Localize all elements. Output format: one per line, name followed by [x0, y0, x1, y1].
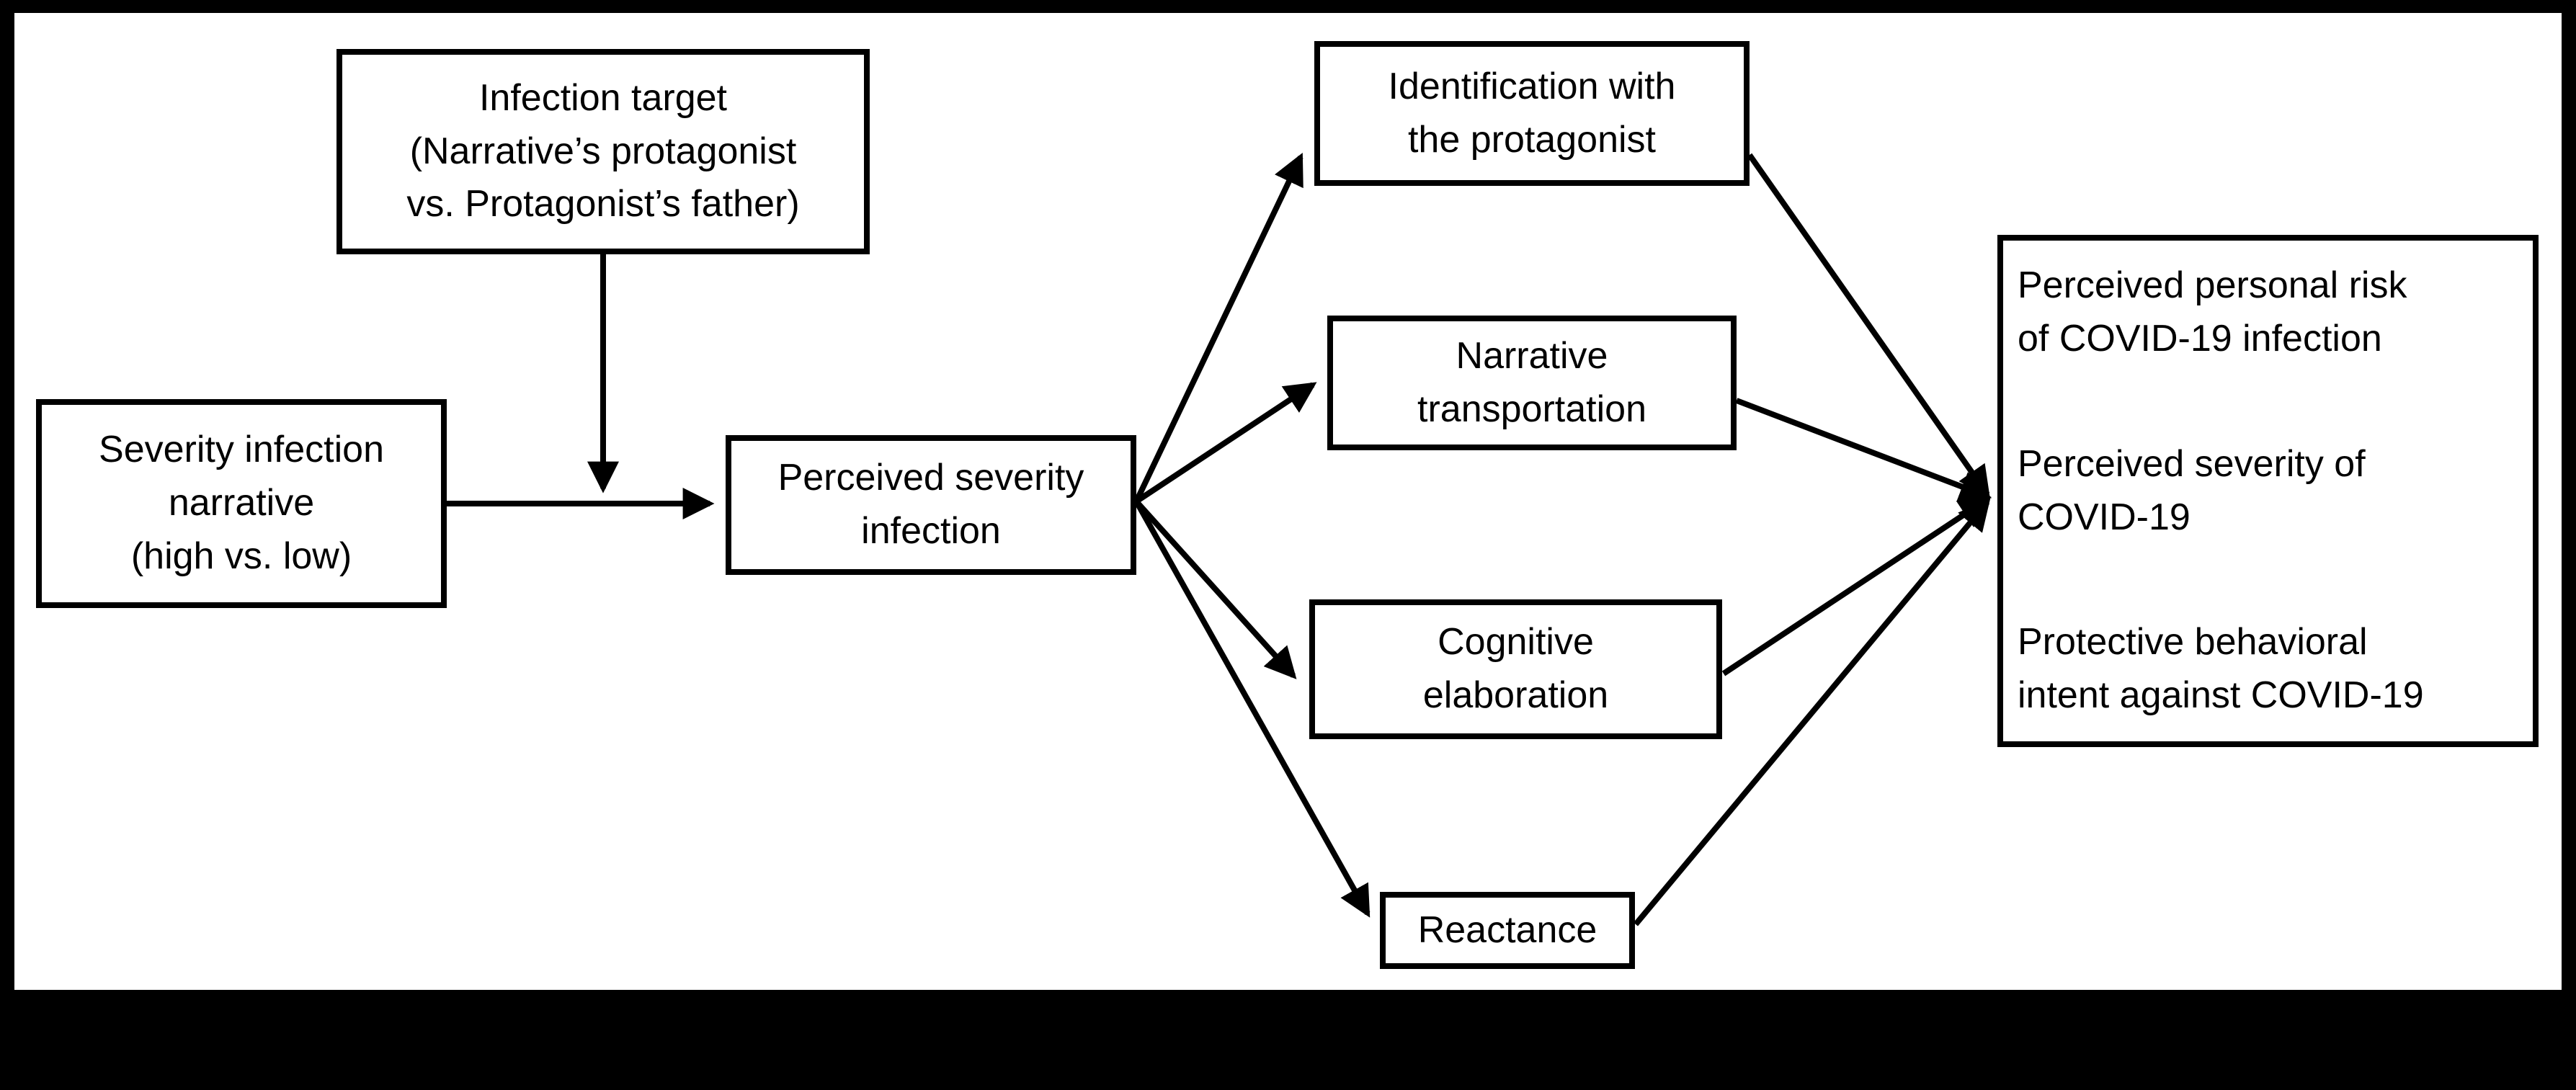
node-cognitive-elaboration-label: Cognitive elaboration — [1422, 621, 1609, 716]
outcome-protective-behavioral-intent: Protective behavioral intent against COV… — [2018, 621, 2424, 717]
node-narrative-transportation-label: Narrative transportation — [1417, 334, 1646, 430]
edge-identification-to-outcomes — [1747, 153, 1990, 499]
node-reactance-label: Reactance — [1417, 908, 1597, 951]
node-narrative-transportation: Narrative transportation — [1327, 316, 1737, 450]
node-severity-infection-narrative: Severity infection narrative (high vs. l… — [36, 399, 447, 608]
outcome-perceived-severity-covid19: Perceived severity of COVID-19 — [2018, 442, 2366, 538]
edge-perceived-severity-to-identification — [1133, 153, 1303, 503]
node-perceived-severity-infection: Perceived severity infection — [726, 435, 1136, 575]
edge-transportation-to-outcomes — [1735, 398, 1992, 502]
node-cognitive-elaboration: Cognitive elaboration — [1309, 599, 1722, 739]
node-identification-with-protagonist-label: Identification with the protagonist — [1388, 65, 1676, 161]
node-outcomes: Perceived personal risk of COVID-19 infe… — [1997, 235, 2539, 747]
node-identification-with-protagonist: Identification with the protagonist — [1314, 41, 1750, 186]
node-infection-target-label: Infection target (Narrative’s protagonis… — [406, 76, 800, 225]
edge-perceived-severity-to-transportation — [1134, 382, 1317, 504]
edge-perceived-severity-to-reactance-elaboration — [1134, 499, 1297, 679]
node-severity-infection-narrative-label: Severity infection narrative (high vs. l… — [99, 429, 384, 577]
node-perceived-severity-infection-label: Perceived severity infection — [777, 457, 1084, 552]
node-infection-target: Infection target (Narrative’s protagonis… — [337, 49, 870, 254]
edge-reactance-to-outcomes — [1633, 498, 1991, 926]
edge-elaboration-to-outcomes — [1721, 496, 1992, 676]
outcome-perceived-personal-risk: Perceived personal risk of COVID-19 infe… — [2018, 264, 2407, 359]
node-reactance: Reactance — [1380, 892, 1635, 969]
edge-perceived-severity-to-reactance — [1133, 500, 1371, 918]
